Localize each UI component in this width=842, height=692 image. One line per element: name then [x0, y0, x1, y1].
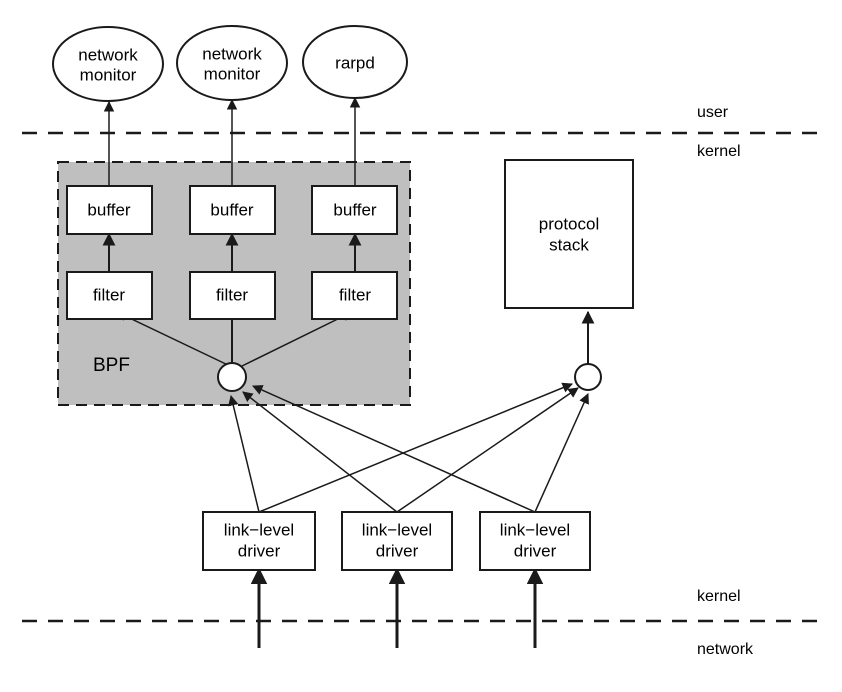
buffer-1-shape [66, 185, 153, 235]
link-driver1-to-stack-tap [258, 382, 573, 513]
buffer-2-label: buffer [210, 200, 254, 219]
filter-node-3[interactable]: filter [311, 271, 398, 320]
process-1-label-line2: monitor [80, 65, 137, 84]
driver-2-label-line1: link−level [362, 520, 432, 539]
link-bpf-tap-to-filter3 [241, 311, 353, 367]
driver-to-tap-links [228, 382, 589, 513]
bpf-tap-junction[interactable] [217, 362, 247, 392]
filter-1-shape [66, 271, 153, 320]
filter-node-2[interactable]: filter [189, 271, 276, 320]
process-2-shape [176, 25, 288, 101]
kernel-network-boundary-label-below: network [697, 641, 754, 658]
buffer-nodes: buffer buffer buffer [66, 185, 398, 235]
driver-nodes: link−level driver link−level driver link… [202, 511, 591, 571]
process-3-label-line1: rarpd [335, 53, 375, 72]
process-network-monitor-2[interactable]: network monitor [176, 25, 288, 101]
bpf-region-label: BPF [93, 355, 130, 376]
driver-3-label-line1: link−level [500, 520, 570, 539]
buffer-2-shape [189, 185, 276, 235]
link-driver2-to-bpf-tap [242, 391, 398, 513]
driver-1-label-line1: link−level [224, 520, 294, 539]
process-3-shape [302, 25, 408, 99]
process-2-label-line2: monitor [204, 64, 261, 83]
kernel-network-boundary-label-above: kernel [697, 588, 741, 605]
user-kernel-boundary-label-above: user [697, 104, 729, 121]
filter-nodes: filter filter filter [66, 271, 398, 320]
process-1-label-line1: network [78, 45, 138, 64]
link-bpf-tap-to-filter1 [116, 311, 231, 367]
link-driver3-to-bpf-tap [252, 385, 536, 513]
driver-3-label-line2: driver [514, 541, 557, 560]
user-process-nodes: network monitor network monitor rarpd [52, 25, 408, 102]
filter-3-shape [311, 271, 398, 320]
filter-2-shape [189, 271, 276, 320]
protocol-stack-label-line1: protocol [539, 214, 599, 233]
junction-nodes [217, 362, 602, 392]
process-network-monitor-1[interactable]: network monitor [52, 26, 164, 102]
process-rarpd[interactable]: rarpd [302, 25, 408, 99]
user-kernel-boundary-label-below: kernel [697, 143, 741, 160]
driver-node-2[interactable]: link−level driver [341, 511, 453, 571]
process-1-shape [52, 26, 164, 102]
stack-tap-junction[interactable] [574, 363, 602, 391]
driver-2-label-line2: driver [376, 541, 419, 560]
buffer-1-label: buffer [87, 200, 131, 219]
protocol-stack-node[interactable]: protocol stack [504, 159, 634, 309]
kernel-network-boundary: kernel network [22, 588, 820, 658]
buffer-3-label: buffer [333, 200, 377, 219]
filter-3-label: filter [339, 285, 371, 304]
buffer-3-shape [311, 185, 398, 235]
driver-1-shape [202, 511, 316, 571]
user-kernel-boundary: user kernel [22, 104, 820, 160]
protocol-stack-shape [504, 159, 634, 309]
link-driver2-to-stack-tap [396, 387, 579, 513]
filter-1-label: filter [93, 285, 125, 304]
driver-2-shape [341, 511, 453, 571]
network-to-driver-links [250, 567, 544, 648]
protocol-stack-label-line2: stack [549, 235, 589, 254]
link-driver1-to-bpf-tap [228, 394, 260, 513]
driver-node-3[interactable]: link−level driver [479, 511, 591, 571]
filter-to-buffer-links [102, 232, 362, 272]
link-driver3-to-stack-tap [534, 393, 589, 513]
buffer-node-3[interactable]: buffer [311, 185, 398, 235]
driver-node-1[interactable]: link−level driver [202, 511, 316, 571]
process-2-label-line1: network [202, 44, 262, 63]
driver-1-label-line2: driver [238, 541, 281, 560]
filter-2-label: filter [216, 285, 248, 304]
buffer-node-2[interactable]: buffer [189, 185, 276, 235]
buffer-to-process-links [103, 96, 361, 186]
buffer-node-1[interactable]: buffer [66, 185, 153, 235]
filter-node-1[interactable]: filter [66, 271, 153, 320]
driver-3-shape [479, 511, 591, 571]
